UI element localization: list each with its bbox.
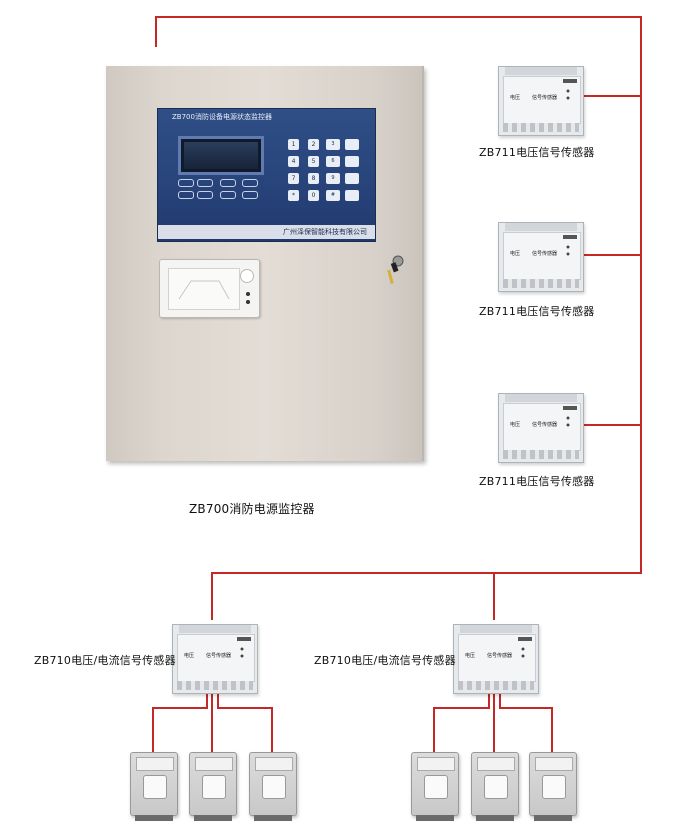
led-icon [246, 300, 250, 304]
key-9[interactable]: 9 [326, 173, 340, 184]
zb711-sensor-label: ZB711电压信号传感器 [479, 475, 595, 488]
side-key-2[interactable] [345, 156, 359, 167]
zb710-sensor-label: ZB710电压/电流信号传感器 [314, 654, 456, 667]
key-2[interactable]: 2 [308, 139, 319, 150]
current-transformer [411, 752, 459, 821]
paper-icon [178, 280, 230, 300]
zb711-sensor-label: ZB711电压信号传感器 [479, 305, 595, 318]
company-strip: 广州泽保智能科技有限公司 [158, 225, 375, 239]
ct-wire-left-1 [152, 690, 208, 752]
control-panel: ZB700消防设备电源状态监控器 1 2 4 5 7 8 * 0 3 6 9 #… [157, 108, 376, 242]
ct-wire-right-3 [499, 690, 553, 752]
key-7[interactable]: 7 [288, 173, 299, 184]
zb710-sensor-module: 电压信号传感器 [453, 624, 539, 694]
key-4[interactable]: 4 [288, 156, 299, 167]
key-5[interactable]: 5 [308, 156, 319, 167]
key-1[interactable]: 1 [288, 139, 299, 150]
company-name: 广州泽保智能科技有限公司 [283, 228, 367, 236]
panel-title: ZB700消防设备电源状态监控器 [172, 113, 272, 121]
current-transformer [249, 752, 297, 821]
printer [159, 259, 260, 318]
key-0[interactable]: 0 [308, 190, 319, 201]
zb710-sensor-module: 电压信号传感器 [172, 624, 258, 694]
current-transformer [471, 752, 519, 821]
zb711-sensor-module: 电压信号传感器 [498, 393, 584, 463]
key-8[interactable]: 8 [308, 173, 319, 184]
current-transformer [130, 752, 178, 821]
key-3[interactable]: 3 [326, 139, 340, 150]
side-key-4[interactable] [345, 190, 359, 201]
current-transformer [529, 752, 577, 821]
zb711-sensor-module: 电压信号传感器 [498, 66, 584, 136]
printer-slot [168, 268, 240, 310]
key-hash[interactable]: # [326, 190, 340, 201]
current-transformer [189, 752, 237, 821]
bus-wires [152, 16, 642, 752]
led-icon [246, 292, 250, 296]
zb711-sensor-label: ZB711电压信号传感器 [479, 146, 595, 159]
key-star[interactable]: * [288, 190, 299, 201]
printer-button[interactable] [240, 269, 254, 283]
monitor-label: ZB700消防电源监控器 [189, 502, 315, 516]
lcd-screen [178, 136, 264, 175]
ct-wire-right-1 [433, 690, 490, 752]
side-key-1[interactable] [345, 139, 359, 150]
key-6[interactable]: 6 [326, 156, 340, 167]
side-key-3[interactable] [345, 173, 359, 184]
bus-wire-top [155, 16, 642, 620]
zb711-sensor-module: 电压信号传感器 [498, 222, 584, 292]
ct-wire-left-3 [217, 690, 273, 752]
key-lock-icon [387, 255, 404, 285]
zb710-sensor-label: ZB710电压/电流信号传感器 [34, 654, 176, 667]
